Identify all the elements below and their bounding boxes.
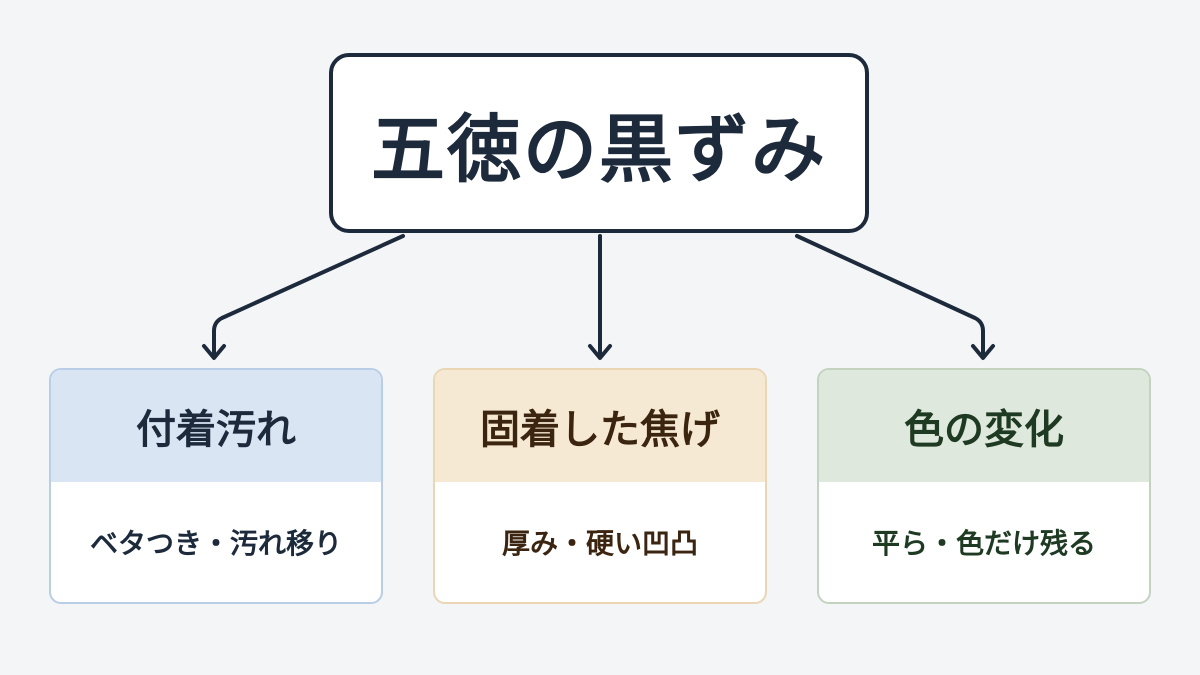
arrowhead-right [971, 344, 995, 360]
branch-card-adhered-dirt: 付着汚れ ベタつき・汚れ移り [49, 368, 383, 604]
branch-heading: 付着汚れ [51, 370, 381, 482]
branch-description: 厚み・硬い凹凸 [501, 527, 698, 560]
branch-description: ベタつき・汚れ移り [89, 527, 342, 560]
connector-right [795, 234, 985, 358]
arrowhead-left [202, 344, 226, 360]
branch-heading: 色の変化 [819, 370, 1149, 482]
arrowhead-center [588, 344, 612, 360]
root-title: 五徳の黒ずみ [371, 106, 827, 193]
branch-card-stuck-scorch: 固着した焦げ 厚み・硬い凹凸 [433, 368, 767, 604]
branch-heading: 固着した焦げ [435, 370, 765, 482]
root-node: 五徳の黒ずみ [329, 53, 869, 233]
branch-description: 平ら・色だけ残る [871, 527, 1096, 560]
branch-card-discoloration: 色の変化 平ら・色だけ残る [817, 368, 1151, 604]
connector-left [212, 234, 405, 358]
